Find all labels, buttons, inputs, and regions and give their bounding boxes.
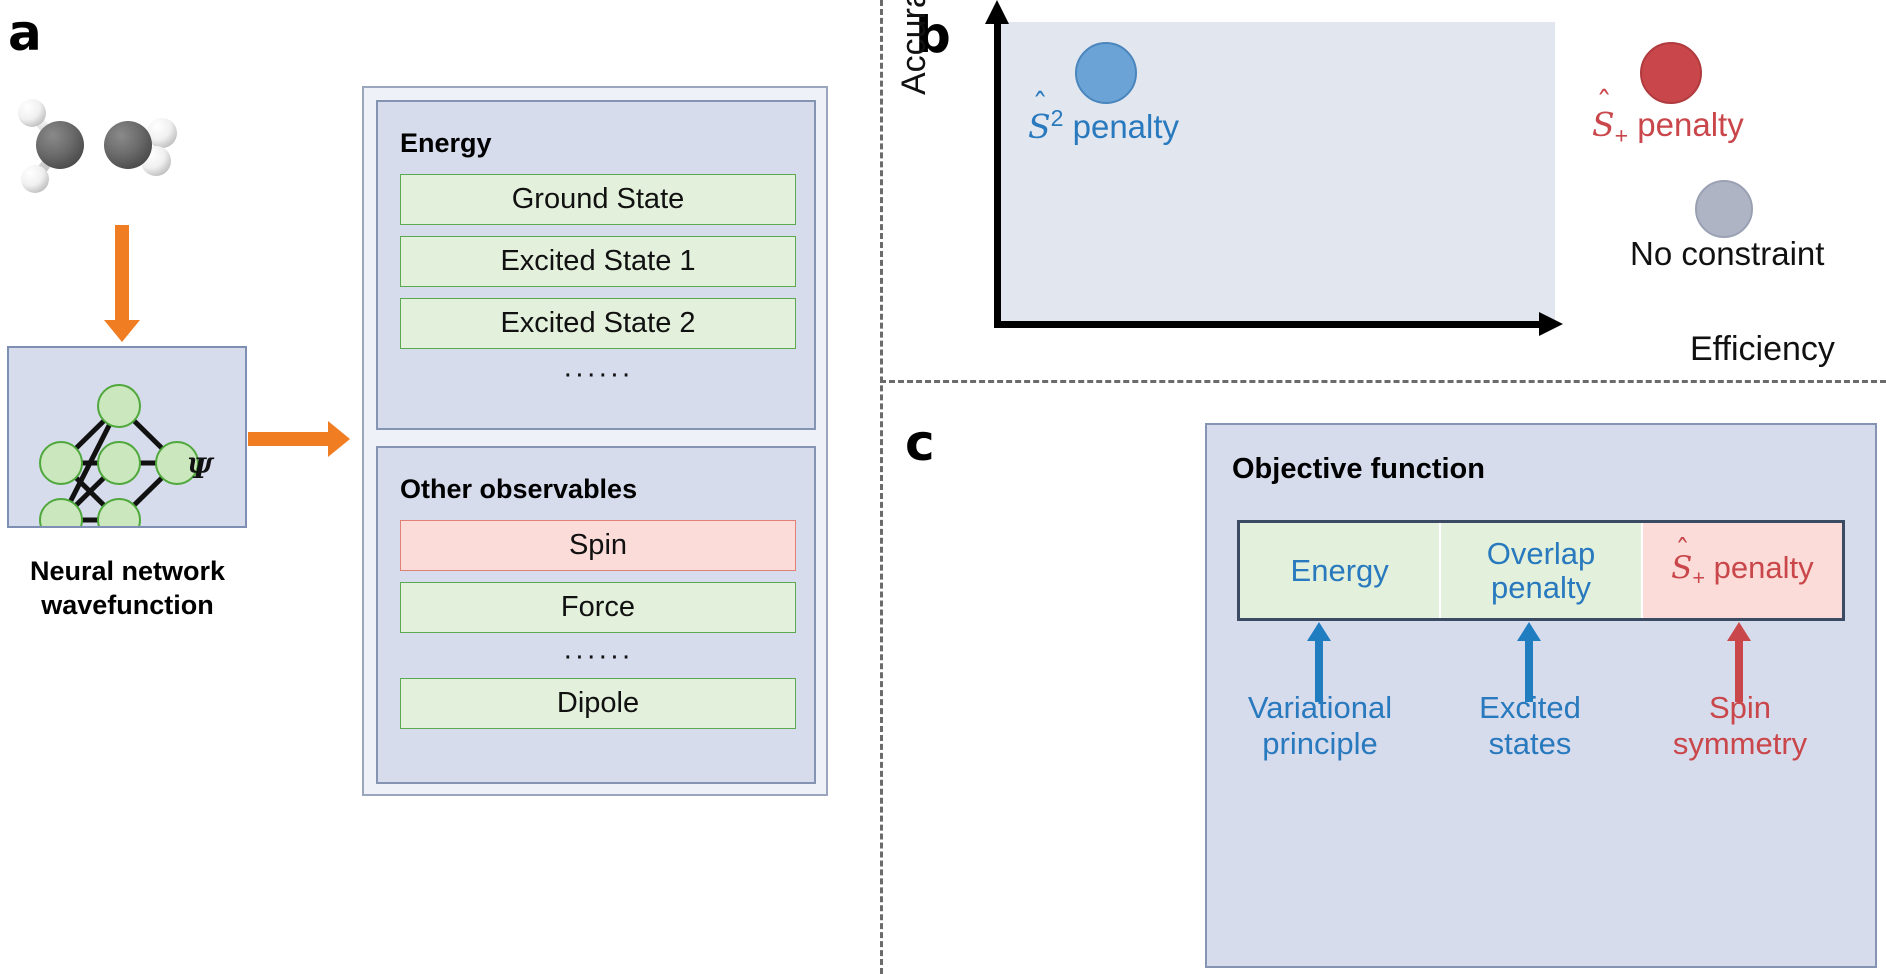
footer-spin-symmetry: Spin symmetry (1672, 690, 1808, 761)
energy-group-title: Energy (400, 128, 492, 158)
data-point-no-constraint[interactable] (1695, 180, 1753, 238)
objective-penalty-word: penalty (1713, 550, 1814, 586)
footer-variational-principle: Variational principle (1247, 690, 1393, 761)
x-axis-label: Efficiency (1690, 330, 1835, 368)
panel-letter-b: b (915, 6, 951, 64)
y-axis-arrow (985, 0, 1009, 328)
y-axis-label: Accuracy (895, 0, 933, 95)
observable-item-spin[interactable]: Spin (400, 520, 796, 571)
panel-letter-a: a (8, 4, 42, 62)
splus-penalty-word: penalty (1637, 106, 1744, 143)
outputs-outer-box: Energy Ground State Excited State 1 Exci… (362, 86, 828, 796)
circumflex-accent: ˆ (1675, 533, 1690, 568)
arrow-molecule-to-network (104, 225, 140, 342)
x-axis-arrow (994, 312, 1563, 336)
energy-item-excited-state-2[interactable]: Excited State 2 (400, 298, 796, 349)
ethylene-molecule-icon (18, 99, 177, 193)
energy-item-excited-state-1[interactable]: Excited State 1 (400, 236, 796, 287)
data-label-no-constraint: No constraint (1630, 235, 1825, 272)
s-hat-superscript: 2 (1050, 105, 1064, 131)
other-observables-ellipsis: ······ (563, 640, 633, 672)
other-observables-group-title: Other observables (400, 474, 638, 504)
observable-item-force[interactable]: Force (400, 582, 796, 633)
horizontal-divider (880, 380, 1886, 383)
circumflex-accent: ˆ (1596, 85, 1612, 122)
neural-network-caption: Neural network wavefunction (29, 556, 226, 620)
s-hat-subscript-plus: + (1614, 122, 1629, 149)
objective-function-title: Objective function (1232, 453, 1485, 485)
energy-group-box: Energy Ground State Excited State 1 Exci… (376, 100, 816, 430)
circumflex-accent: ˆ (1032, 87, 1048, 124)
objective-cell-energy[interactable]: Energy (1240, 523, 1442, 618)
neural-network-box: Ψ (7, 346, 247, 542)
objective-s-hat-subscript: + (1692, 565, 1705, 591)
arrow-network-to-outputs (248, 421, 350, 457)
observable-item-dipole[interactable]: Dipole (400, 678, 796, 729)
s2-penalty-word: penalty (1072, 108, 1180, 145)
objective-cell-overlap-penalty[interactable]: Overlap penalty (1441, 523, 1643, 618)
energy-group-ellipsis: ······ (563, 358, 633, 390)
arrow-spin-symmetry (1727, 622, 1751, 702)
energy-item-ground-state[interactable]: Ground State (400, 174, 796, 225)
data-point-splus-penalty[interactable] (1640, 42, 1702, 104)
panel-letter-c: c (905, 414, 935, 472)
psi-symbol-label: Ψ (187, 452, 213, 485)
footer-excited-states: Excited states (1479, 690, 1581, 761)
neural-network-diagram (39, 384, 199, 542)
other-observables-group-box: Other observables Spin Force ······ Dipo… (376, 446, 816, 784)
data-point-s2-penalty[interactable] (1075, 42, 1137, 104)
arrow-variational-principle (1307, 622, 1331, 702)
vertical-divider (880, 0, 883, 974)
arrow-excited-states (1517, 622, 1541, 702)
